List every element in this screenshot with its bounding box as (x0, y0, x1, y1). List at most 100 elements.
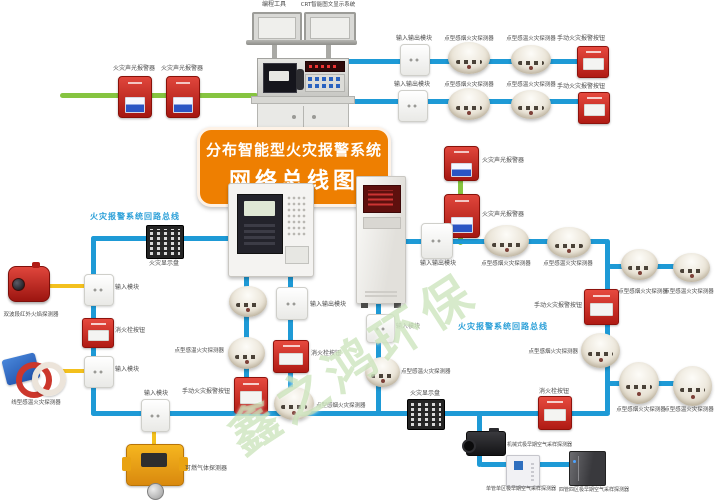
io-module-right-label: 输入输出模块 (419, 260, 456, 267)
gas-sensor-head (147, 483, 164, 500)
panel-keypad (287, 196, 307, 238)
input-module-1 (84, 274, 114, 306)
console-buttons (305, 74, 345, 92)
hydrant-button-1 (82, 318, 114, 348)
heat-detector-branch-1 (673, 253, 710, 282)
ir-flame-detector (8, 262, 50, 302)
air-sampler-single-pipe (506, 455, 540, 487)
smoke-detector-top-1 (448, 42, 490, 74)
panel-screen (237, 194, 283, 254)
heat-detector-branch-2-label: 点型感温火灾探测器 (664, 407, 714, 413)
sound-light-alarm-right-1-label: 火灾声光报警器 (482, 157, 525, 164)
sound-light-alarm-right-1 (444, 146, 479, 181)
hydrant-button-3-label: 消火栓按钮 (538, 388, 569, 395)
smoke-detector-right-1-label: 点型感烟火灾探测器 (481, 261, 531, 267)
air-sampling-detector-mechanical (462, 428, 506, 456)
heat-detector-center-1-label: 点型感温火灾探测器 (174, 348, 224, 354)
fire-display-panel-1-label: 火灾显示盘 (148, 260, 179, 267)
io-module-right (421, 223, 453, 259)
ir-flame-detector-label: 双波段红外火焰探测器 (3, 312, 59, 318)
air-sampler-four-pipe (569, 451, 606, 486)
gas-detector (122, 444, 184, 500)
blue-bus-line (376, 298, 381, 413)
heat-detector-top-2 (511, 90, 551, 119)
smoke-detector-top-1-label: 点型感烟火灾探测器 (444, 36, 494, 42)
input-module-3-label: 输入模块 (143, 390, 168, 397)
air-sampler-single-pipe-label: 单管单区极早期空气采样探测器 (486, 486, 557, 492)
input-module-4-label: 输入模块 (396, 323, 421, 330)
fire-display-panel-2-label: 火灾显示盘 (409, 390, 440, 397)
manual-callpoint-top-1-label: 手动火灾报警按钮 (556, 35, 605, 42)
yellow-bus-line (60, 369, 86, 373)
air-sampler-four-pipe-label: 四管四区极早期空气采样探测器 (558, 487, 629, 493)
fire-display-panel-1 (146, 225, 184, 259)
air-sampling-detector-mechanical-label: 机械式极早期空气采样探测器 (507, 442, 573, 448)
heat-detector-top-1-label: 点型感温火灾探测器 (506, 36, 556, 42)
programming-tool-label: 编程工具 (261, 1, 286, 8)
smoke-detector-center-bottom (274, 387, 314, 420)
hydrant-button-1-label: 消火栓按钮 (115, 327, 146, 334)
white-cable-coil (32, 362, 66, 396)
cabinet-vents (365, 289, 397, 297)
banner-line1: 分布智能型火灾报警系统 (205, 141, 382, 159)
console-led-display (305, 61, 345, 72)
smoke-detector-branch-2-label: 点型感烟火灾探测器 (616, 407, 666, 413)
console-screen (263, 63, 297, 93)
laptop-stand (272, 44, 277, 60)
linear-heat-detector (1, 350, 66, 398)
manual-callpoint-left (234, 377, 268, 414)
panel-label-slot (285, 246, 309, 264)
laptop-base (246, 40, 304, 45)
sound-light-alarm-left-1-label: 火灾声光报警器 (112, 65, 155, 72)
heat-detector-top-1 (511, 45, 551, 74)
input-module-1-label: 输入模块 (115, 284, 140, 291)
manual-callpoint-right-label: 手动火灾报警按钮 (533, 302, 582, 309)
console-cabinet-doors (257, 103, 349, 130)
loop-bus-title-2: 火灾报警系统回路总线 (458, 322, 548, 331)
smoke-detector-branch-1 (621, 249, 658, 280)
io-module-top-2-label: 输入输出模块 (393, 81, 430, 88)
laptop-base (299, 40, 357, 45)
smoke-detector-center-bottom-label: 点型感烟火灾探测器 (316, 403, 366, 409)
heat-detector-right-1 (547, 227, 591, 258)
manual-callpoint-top-2 (578, 92, 610, 124)
sound-light-alarm-right-2-label: 火灾声光报警器 (482, 211, 525, 218)
hydrant-button-3 (538, 396, 572, 430)
manual-callpoint-top-2-label: 手动火灾报警按钮 (556, 83, 605, 90)
hydrant-button-2 (273, 340, 309, 373)
io-module-top-2 (398, 90, 428, 122)
input-module-3 (141, 399, 170, 432)
fire-display-panel-2 (407, 399, 445, 430)
io-module-top-1 (400, 44, 430, 76)
crt-system-label: CRT智能图文显示系统 (300, 2, 356, 8)
smoke-detector-top-2-label: 点型感烟火灾探测器 (444, 82, 494, 88)
smoke-detector-right-1 (484, 225, 529, 257)
heat-detector-top-2-label: 点型感温火灾探测器 (506, 82, 556, 88)
blue-bus-line (605, 239, 610, 414)
input-module-4 (366, 314, 395, 343)
cabinet-led-display (363, 185, 401, 213)
yellow-bus-line (152, 428, 156, 450)
heat-detector-cabinet-loop (365, 357, 400, 387)
console-telephone-handset (296, 69, 304, 90)
floor-standing-fire-alarm-cabinet (356, 176, 406, 308)
smoke-detector-right-2-label: 点型感烟火灾探测器 (528, 349, 578, 355)
io-module-center (276, 287, 308, 320)
manual-callpoint-top-1 (577, 46, 609, 78)
heat-detector-center-1 (228, 337, 265, 369)
heat-detector-right-1-label: 点型感温火灾探测器 (543, 261, 593, 267)
heat-detector-branch-2 (673, 366, 712, 406)
cabinet-control-panel (363, 217, 401, 229)
smoke-detector-branch-2 (619, 362, 659, 404)
loop-bus-title-1: 火灾报警系统回路总线 (90, 212, 180, 221)
blue-bus-line (91, 411, 610, 416)
smoke-detector-branch-1-label: 点型感烟火灾探测器 (618, 289, 668, 295)
wall-mounted-fire-alarm-panel (228, 183, 314, 277)
smoke-detector-right-2 (581, 333, 620, 368)
io-module-top-1-label: 输入输出模块 (395, 35, 432, 42)
input-module-2 (84, 356, 114, 388)
green-bus-line (60, 93, 258, 98)
heat-detector-branch-1-label: 点型感温火灾探测器 (664, 289, 714, 295)
manual-callpoint-right (584, 289, 619, 325)
